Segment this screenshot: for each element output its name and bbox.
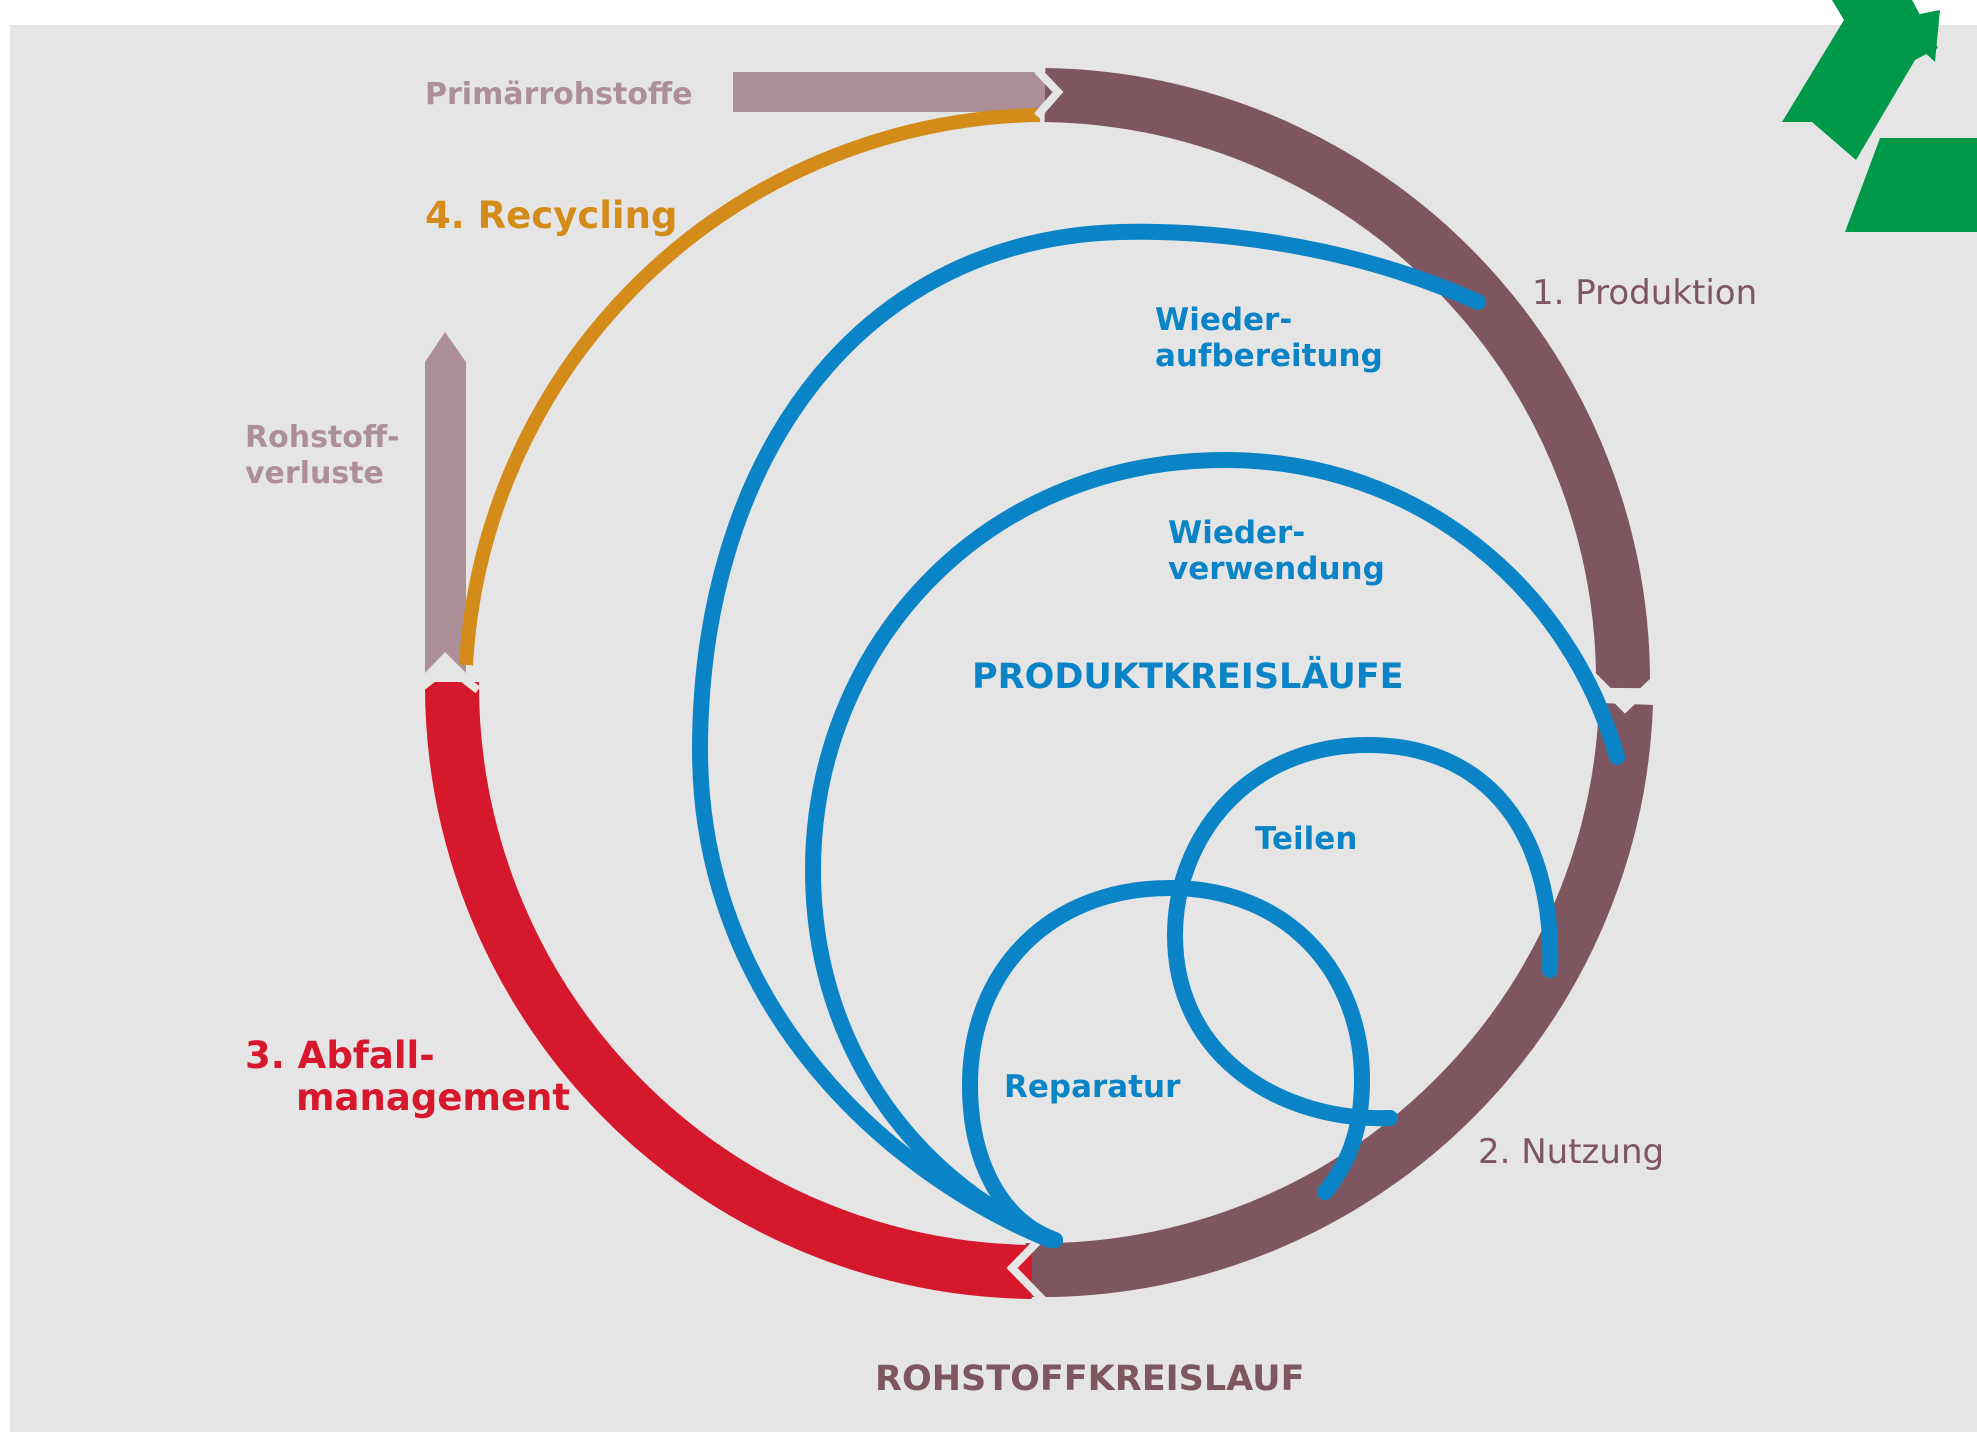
label-wiederaufbereitung-2: aufbereitung [1155,338,1383,374]
label-nutzung: 2. Nutzung [1478,1132,1664,1172]
recycling-arrow-icon [1782,0,1977,232]
label-wiederaufbereitung-1: Wieder- [1155,302,1292,338]
loop-wiederaufbereitung [691,223,1486,1248]
production-arc [1044,68,1651,689]
notch-production-use [1589,672,1663,714]
label-rohstoffverluste-1: Rohstoff- [245,420,400,455]
notch-use-waste [1006,1230,1049,1306]
label-wiederverwendung-1: Wieder- [1168,515,1305,551]
label-recycling: 4. Recycling [425,194,677,237]
raw-loss-arrow [425,332,466,673]
notch-recycling-production [1033,67,1064,119]
recycling-arrow-shape [1782,0,1938,160]
label-teilen: Teilen [1255,821,1357,857]
label-produktkreislaeufe: PRODUKTKREISLÄUFE [972,655,1404,697]
label-produktion: 1. Produktion [1532,273,1757,313]
primary-raw-input-arrow [733,72,1062,112]
recycling-arrow-head [1890,10,1940,62]
label-reparatur: Reparatur [1004,1069,1181,1105]
loop-wiederverwendung [804,451,1625,1248]
label-abfall-2: management [296,1076,570,1119]
waste-management-arc [424,681,1033,1299]
label-wiederverwendung-2: verwendung [1168,551,1385,587]
loop-reparatur [961,879,1371,1248]
notch-waste-recycling [415,661,481,694]
label-rohstoffverluste-2: verluste [245,456,384,491]
loop-teilen [1166,736,1559,1127]
use-arc [1024,703,1653,1298]
label-primaerrohstoffe: Primärrohstoffe [425,77,693,112]
recycling-arc [459,108,1041,666]
label-abfall-1: 3. Abfall- [245,1034,435,1077]
recycling-arrow-tail [1845,138,1977,232]
label-rohstoffkreislauf: ROHSTOFFKREISLAUF [875,1359,1305,1399]
